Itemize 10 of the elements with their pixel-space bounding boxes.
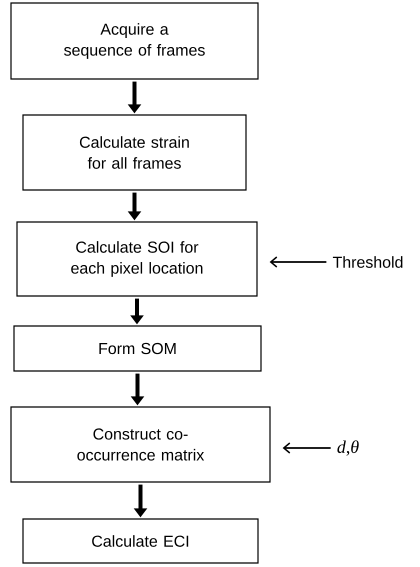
arrow bbox=[282, 442, 331, 454]
arrow bbox=[270, 256, 326, 268]
process-box: Acquire a sequence of frames bbox=[10, 2, 259, 80]
process-box: Calculate SOI for each pixel location bbox=[16, 221, 258, 297]
process-box: Calculate strain for all frames bbox=[22, 114, 247, 191]
input-label: d,θ bbox=[337, 440, 359, 456]
process-box: Form SOM bbox=[13, 325, 262, 372]
input-label: Threshold bbox=[332, 256, 402, 268]
process-box: Calculate ECI bbox=[22, 518, 259, 564]
process-box: Construct co-occurrence matrix bbox=[10, 406, 271, 483]
